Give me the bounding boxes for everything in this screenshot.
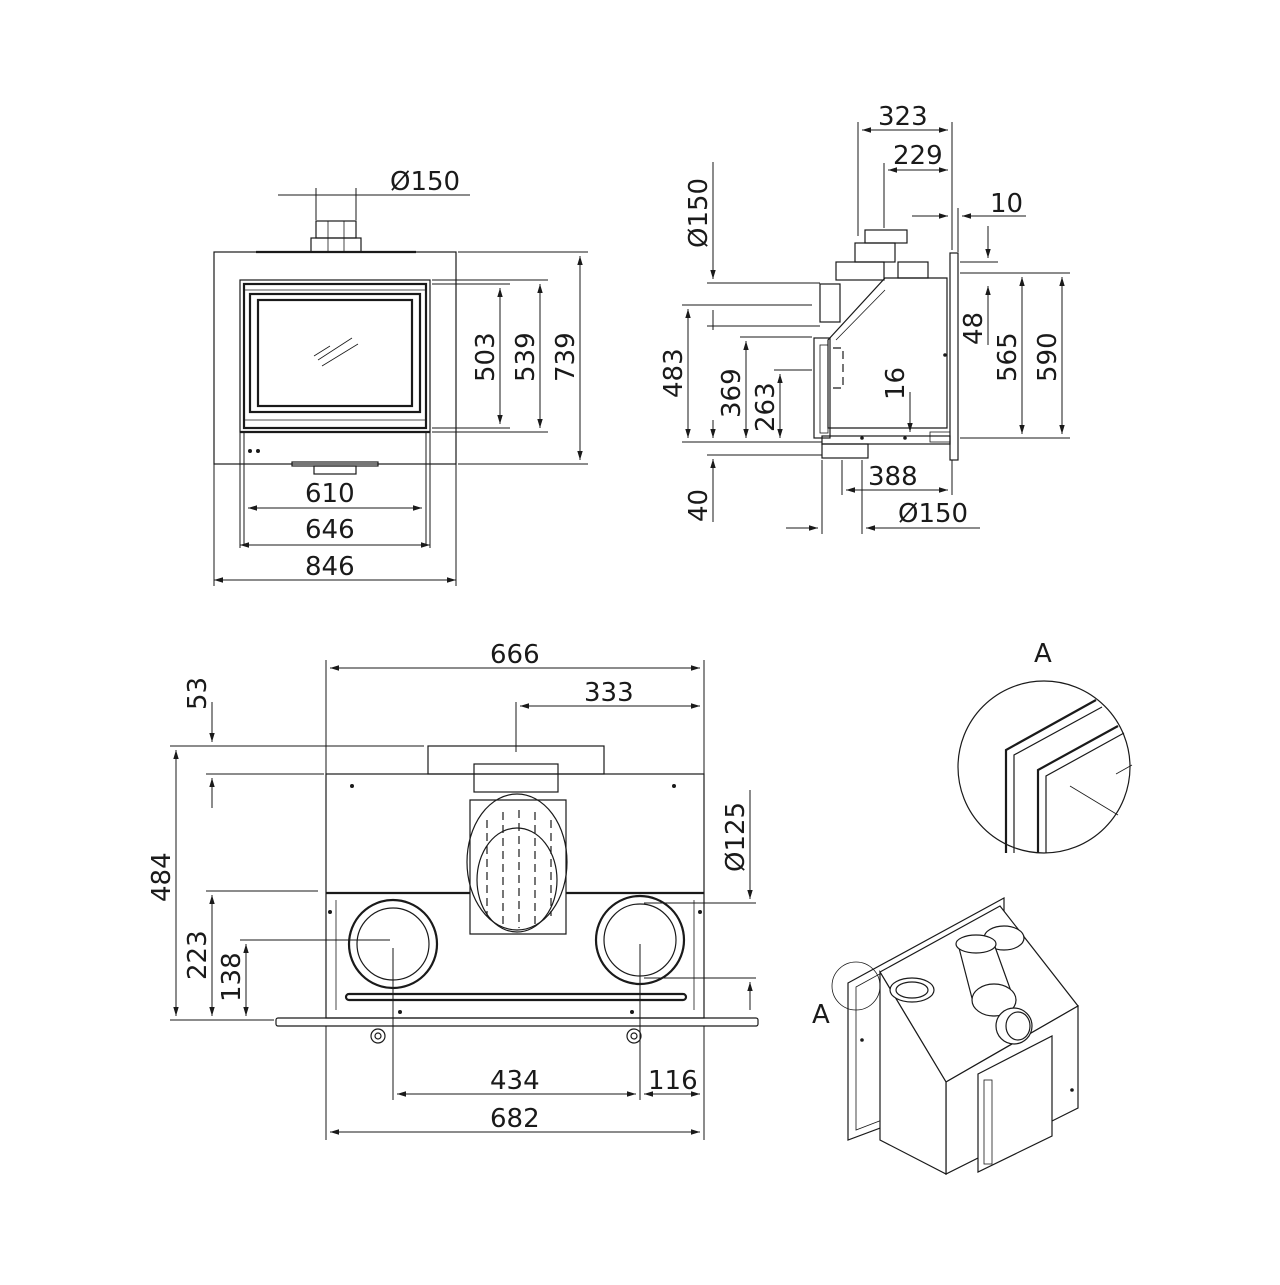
dim-565: 565 (993, 332, 1023, 382)
dim-138: 138 (217, 952, 247, 1002)
dim-666: 666 (490, 640, 540, 670)
dim-739: 739 (551, 332, 581, 382)
dim-369: 369 (717, 368, 747, 418)
dim-flue-diameter-front: Ø150 (390, 167, 460, 197)
side-front-plate (949, 252, 959, 461)
glass-reflection-icon (313, 337, 359, 367)
dim-388: 388 (868, 462, 918, 492)
dim-484: 484 (147, 852, 177, 902)
side-body (827, 277, 948, 429)
dim-333: 333 (584, 678, 634, 708)
dim-610: 610 (305, 479, 355, 509)
detail-circle (957, 680, 1131, 854)
top-front-plate (275, 1017, 759, 1027)
door-frame (239, 279, 431, 433)
dim-646: 646 (305, 515, 355, 545)
dim-48: 48 (959, 312, 989, 345)
dim-229: 229 (893, 141, 943, 171)
dim-846: 846 (305, 552, 355, 582)
detail-a: A (957, 639, 1133, 854)
dim-539: 539 (511, 332, 541, 382)
dim-53: 53 (183, 677, 213, 710)
dim-side-flue-diameter: Ø150 (684, 178, 714, 248)
dim-682: 682 (490, 1104, 540, 1134)
door-glass (248, 292, 422, 414)
flue-pipe-top (315, 220, 357, 239)
dim-223: 223 (183, 930, 213, 980)
dim-483: 483 (659, 348, 689, 398)
dim-116: 116 (648, 1066, 698, 1096)
front-view: Ø150 610 646 846 503 539 739 (213, 167, 588, 586)
dim-duct-diameter: Ø125 (721, 802, 751, 872)
dim-434: 434 (490, 1066, 540, 1096)
detail-label-a: A (1034, 639, 1052, 669)
dim-10: 10 (990, 189, 1023, 219)
dim-263: 263 (751, 382, 781, 432)
top-view: 666 333 53 484 223 138 Ø125 434 116 (147, 640, 759, 1140)
flue-pipe-bottom (313, 465, 357, 475)
dim-590: 590 (1033, 332, 1063, 382)
dim-side-bottom-flue: Ø150 (898, 499, 968, 529)
side-flue-pipe (854, 242, 896, 263)
dim-40: 40 (684, 489, 714, 522)
iso-label-a: A (812, 1000, 830, 1030)
side-view: 323 229 10 Ø150 483 369 263 40 16 (659, 102, 1070, 534)
dim-503: 503 (471, 332, 501, 382)
flue-collar-top (310, 237, 362, 253)
top-flue-pipe (469, 799, 567, 935)
isometric-view: A (812, 896, 1079, 1175)
iso-drawer (977, 1035, 1053, 1173)
dim-16: 16 (881, 367, 911, 400)
dim-323: 323 (878, 102, 928, 132)
